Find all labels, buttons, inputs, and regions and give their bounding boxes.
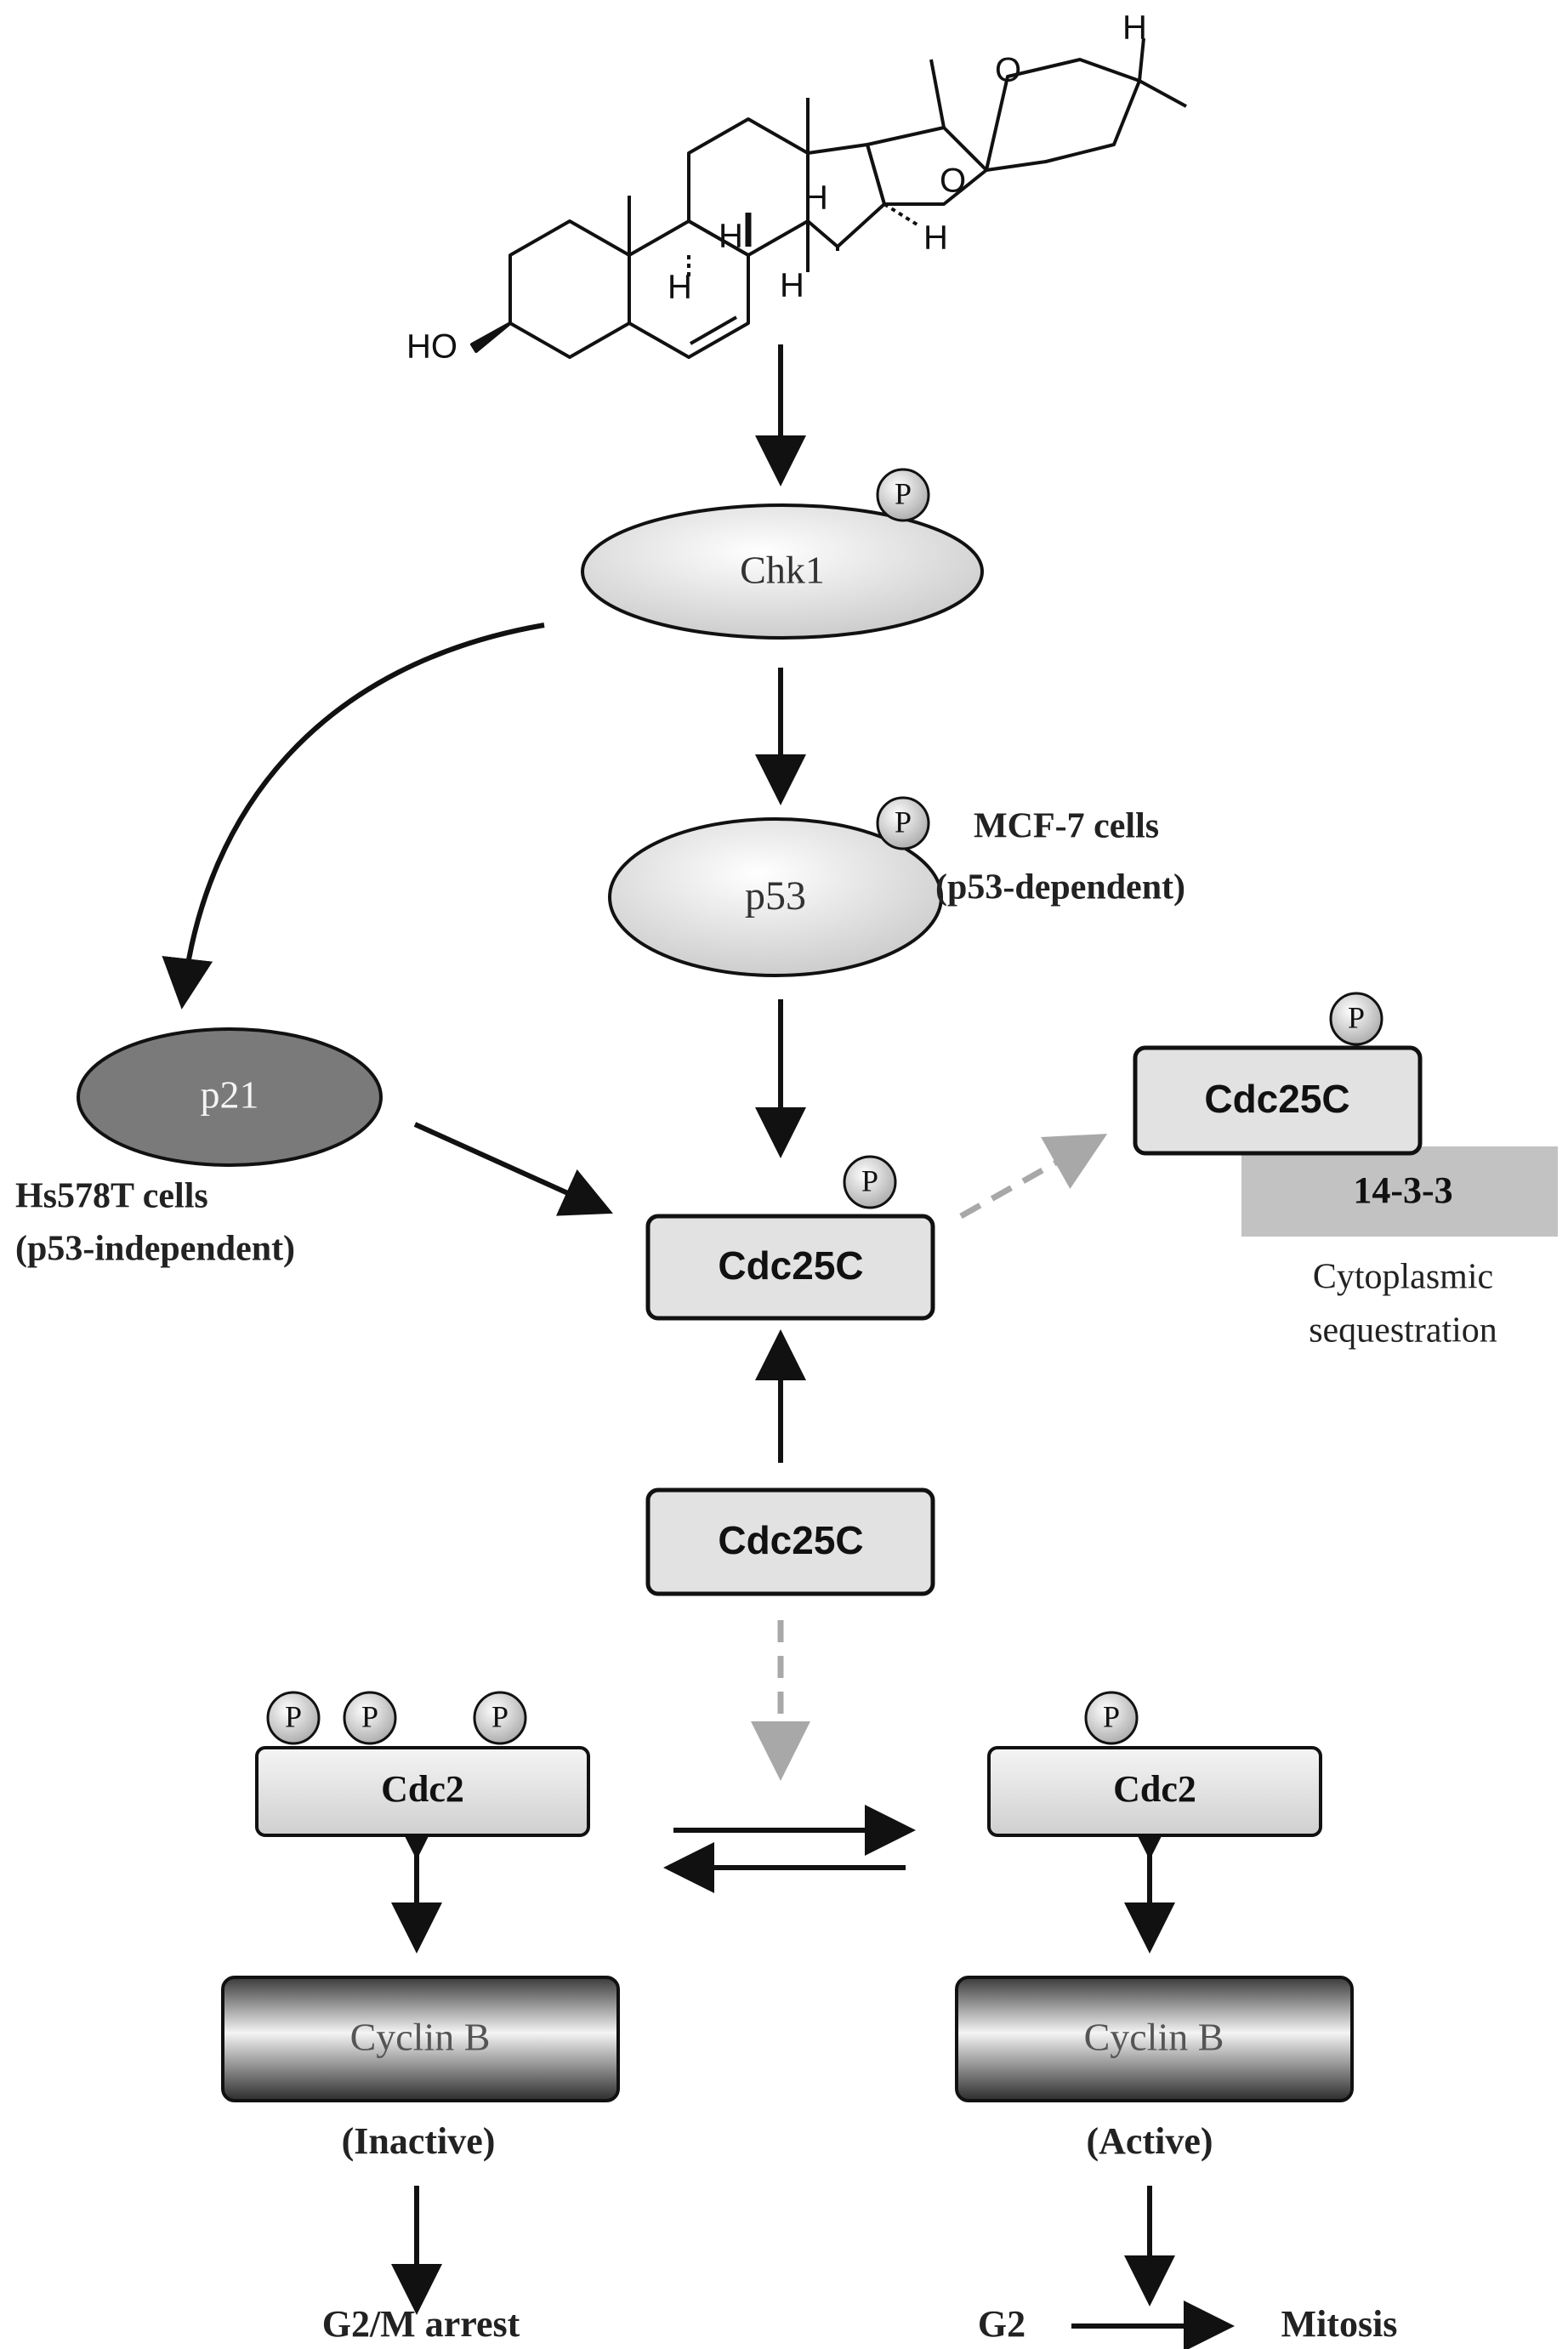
cdc25c-label: Cdc25C: [718, 1243, 863, 1288]
hydrogen-label: H: [1122, 9, 1147, 47]
cyclinb-inactive-node: Cyclin B: [221, 1976, 620, 2102]
cytoplasmic-annotation: Cytoplasmic sequestration: [1309, 1258, 1497, 1351]
outcome-labels: (Inactive) (Active) G2/M arrest G2 Mitos…: [322, 2120, 1398, 2345]
arrow-chk1-to-p21: [162, 623, 545, 1010]
phospho-label: P: [895, 476, 912, 510]
mitosis-label: Mitosis: [1281, 2303, 1398, 2345]
g2m-arrest-label: G2/M arrest: [322, 2303, 520, 2345]
cytoplasmic-complex: 14-3-3 Cdc25C P: [1133, 992, 1558, 1237]
g2-label: G2: [978, 2303, 1025, 2345]
phospho-label: P: [491, 1699, 508, 1733]
phospho-circle: [1329, 992, 1383, 1046]
phospho-label: P: [1103, 1699, 1120, 1733]
chk1-node: Chk1 P: [581, 468, 984, 640]
phospho-label: P: [861, 1163, 878, 1197]
p21-node: p21: [77, 1027, 383, 1167]
inactive-label: (Inactive): [342, 2120, 496, 2162]
phospho-circle: [1084, 1691, 1139, 1745]
arrow-to-cytoplasmic-sequestration: [959, 1134, 1108, 1220]
p53-node: p53 P: [608, 796, 943, 977]
oxygen-ring-label: O: [995, 52, 1021, 89]
cdc2-label: Cdc2: [1113, 1768, 1196, 1810]
phospho-circle: [843, 1155, 897, 1209]
phospho-circle: [343, 1691, 397, 1745]
diosgenin-structure: [470, 37, 1187, 359]
phospho-label: P: [361, 1699, 378, 1733]
phospho-label: P: [285, 1699, 302, 1733]
ho-label: HO: [406, 328, 457, 366]
arrow-p21-to-cdc25c: [413, 1122, 613, 1216]
hs578t-cells-label: Hs578T cells: [15, 1177, 208, 1216]
cdc2-label: Cdc2: [381, 1768, 464, 1810]
chk1-label: Chk1: [740, 549, 825, 592]
cyclinb-active-node: Cyclin B: [955, 1976, 1354, 2102]
hydrogen-label: H: [923, 219, 948, 257]
cyclinb-label: Cyclin B: [350, 2016, 491, 2059]
sequestration-label: sequestration: [1309, 1311, 1497, 1351]
phospho-circle: [876, 468, 930, 522]
p53-label: p53: [745, 873, 806, 919]
protein-1433-box: [1241, 1146, 1558, 1237]
protein-1433-label: 14-3-3: [1353, 1169, 1452, 1211]
cdc25c-label: Cdc25C: [718, 1518, 863, 1562]
phospho-label: P: [1348, 1000, 1365, 1034]
hydrogen-label: H: [804, 179, 828, 217]
arrows: [162, 344, 1235, 2349]
phospho-circle: [876, 796, 930, 850]
oxygen-furan-label: O: [940, 162, 966, 200]
cdc25c-label: Cdc25C: [1204, 1077, 1349, 1121]
p21-label: p21: [201, 1073, 259, 1117]
cdc25c-node: Cdc25C: [645, 1487, 935, 1596]
molecule-labels: HO O O H H H H H H: [406, 9, 1147, 366]
dashed-arrows: [751, 1134, 1108, 1781]
mcf7-cells-label: MCF-7 cells: [974, 807, 1159, 846]
phospho-label: P: [895, 805, 912, 839]
hydrogen-label: H: [719, 218, 743, 255]
cdc25c-phosphorylated-node: Cdc25C P: [645, 1155, 935, 1321]
hydrogen-label: H: [780, 267, 804, 304]
phospho-circle: [266, 1691, 321, 1745]
hs578t-annotation: Hs578T cells (p53-independent): [15, 1177, 295, 1269]
p53-dependent-label: (p53-dependent): [935, 868, 1185, 907]
mcf7-annotation: MCF-7 cells (p53-dependent): [935, 807, 1185, 907]
p53-independent-label: (p53-independent): [15, 1230, 295, 1269]
cytoplasmic-label: Cytoplasmic: [1313, 1258, 1493, 1297]
hydrogen-label: H: [668, 269, 692, 306]
cdc2-inactive-node: Cdc2 P P P: [255, 1691, 590, 1837]
cdc2-active-node: Cdc2 P: [987, 1691, 1322, 1837]
cyclinb-label: Cyclin B: [1084, 2016, 1224, 2059]
active-label: (Active): [1086, 2120, 1213, 2162]
phospho-circle: [473, 1691, 527, 1745]
